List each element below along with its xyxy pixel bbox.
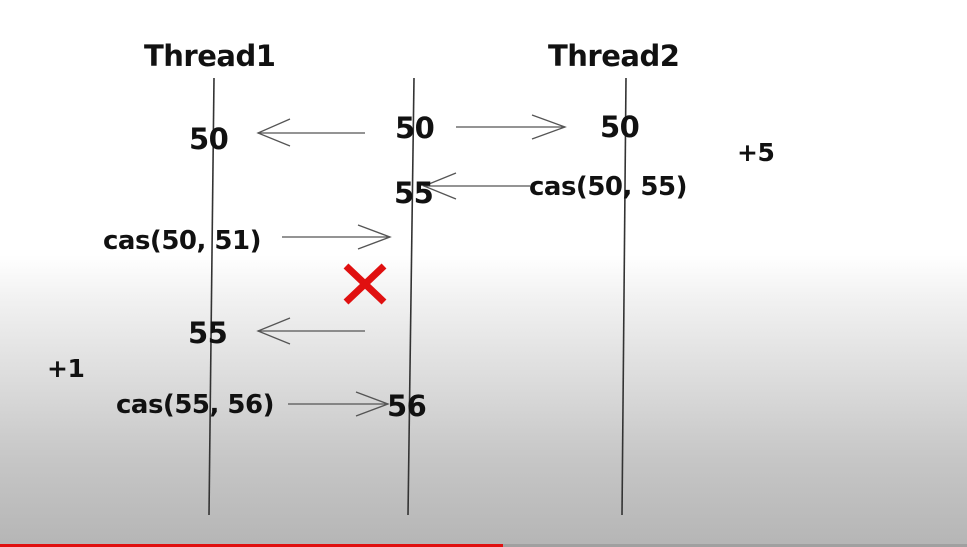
arrow-read-55-to-thread1 bbox=[256, 317, 365, 345]
arrow-cas-thread2-to-memory bbox=[422, 172, 530, 200]
thread2-increment: +5 bbox=[737, 138, 775, 167]
thread1-cas-first: cas(50, 51) bbox=[103, 226, 262, 256]
arrow-cas-thread1-second bbox=[288, 391, 390, 417]
memory-value-final: 56 bbox=[387, 389, 427, 423]
thread2-read: 50 bbox=[600, 110, 640, 144]
arrow-cas-thread1-first bbox=[282, 224, 392, 250]
video-progress-bar[interactable] bbox=[0, 544, 967, 547]
memory-value-after-thread2: 55 bbox=[394, 176, 434, 210]
memory-value-initial: 50 bbox=[395, 111, 435, 145]
cross-icon bbox=[343, 263, 387, 305]
thread1-cas-second: cas(55, 56) bbox=[116, 390, 275, 420]
thread1-increment: +1 bbox=[47, 354, 85, 383]
thread1-read-first: 50 bbox=[189, 122, 229, 156]
arrow-read-50-to-thread1 bbox=[256, 118, 365, 147]
thread1-title: Thread1 bbox=[144, 39, 276, 73]
thread2-title: Thread2 bbox=[548, 39, 680, 73]
thread2-cas: cas(50, 55) bbox=[529, 172, 688, 202]
memory-timeline bbox=[407, 77, 415, 516]
thread1-timeline bbox=[208, 77, 215, 516]
thread1-read-second: 55 bbox=[188, 316, 228, 350]
arrow-read-50-to-thread2 bbox=[456, 114, 567, 140]
video-progress-fill bbox=[0, 544, 503, 547]
thread2-timeline bbox=[621, 77, 627, 516]
